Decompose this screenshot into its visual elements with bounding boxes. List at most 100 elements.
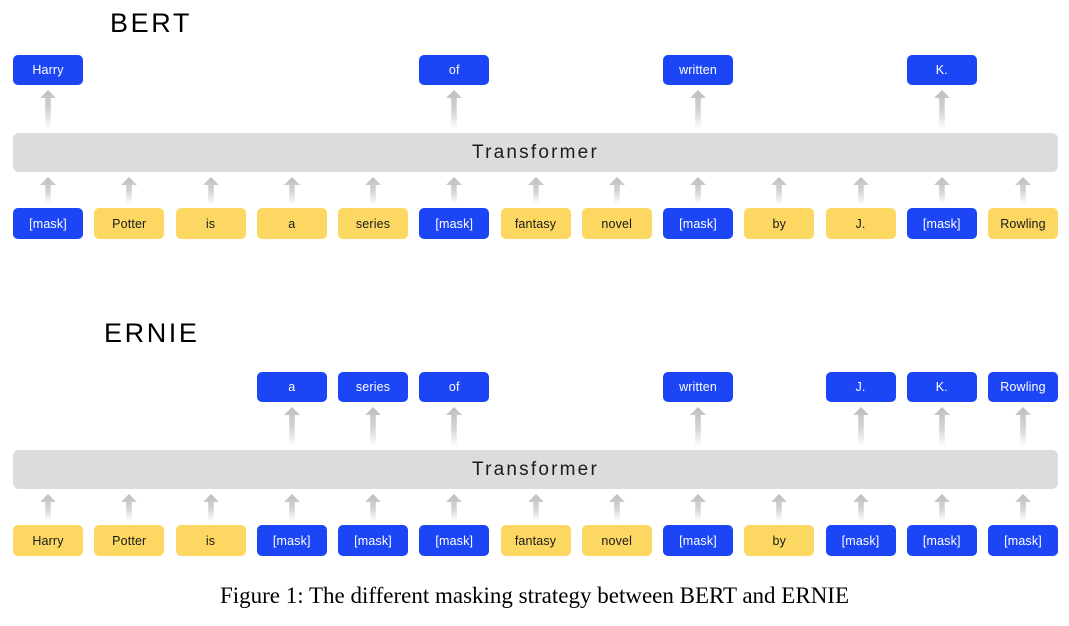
input-token-ernie-12: [mask] — [988, 525, 1058, 556]
token-label: series — [355, 216, 391, 231]
token-label: is — [205, 533, 216, 548]
input-token-bert-0: [mask] — [13, 208, 83, 239]
token-label: [mask] — [435, 533, 474, 548]
input-arrow-bert-10 — [852, 177, 870, 204]
token-label: [mask] — [679, 533, 717, 548]
input-arrow-bert-6 — [527, 177, 545, 204]
output-token-ernie-4: series — [338, 372, 408, 402]
input-arrow-ernie-9 — [770, 494, 788, 521]
token-label: Potter — [112, 216, 147, 231]
output-token-bert-0: Harry — [13, 55, 83, 85]
input-token-ernie-2: is — [175, 525, 246, 556]
input-arrow-ernie-2 — [202, 494, 220, 521]
input-token-bert-5: [mask] — [419, 208, 490, 239]
output-arrow-bert-8 — [689, 90, 707, 129]
output-arrow-ernie-4 — [364, 407, 382, 446]
output-arrow-ernie-10 — [852, 407, 870, 446]
output-token-ernie-12: Rowling — [988, 372, 1058, 402]
model-title-ernie: ERNIE — [104, 318, 200, 348]
output-arrow-ernie-3 — [283, 407, 301, 446]
input-arrow-bert-1 — [120, 177, 138, 204]
token-label: of — [448, 63, 460, 77]
token-label: written — [679, 63, 717, 77]
input-token-ernie-1: Potter — [94, 525, 165, 556]
input-arrow-ernie-1 — [120, 494, 138, 521]
input-token-ernie-10: [mask] — [825, 525, 896, 556]
input-arrow-ernie-7 — [608, 494, 626, 521]
token-label: K. — [935, 380, 948, 394]
transformer-block-bert: Transformer — [13, 133, 1058, 172]
input-arrow-ernie-11 — [933, 494, 951, 521]
input-token-bert-7: novel — [581, 208, 652, 239]
input-arrow-ernie-0 — [39, 494, 57, 521]
input-arrow-bert-3 — [283, 177, 301, 204]
input-arrow-bert-8 — [689, 177, 707, 204]
token-label: novel — [601, 533, 633, 548]
token-label: of — [448, 380, 460, 394]
input-token-ernie-5: [mask] — [419, 525, 490, 556]
token-label: [mask] — [922, 533, 961, 548]
input-token-bert-4: series — [338, 208, 408, 239]
transformer-block-ernie: Transformer — [13, 450, 1058, 489]
token-label: Harry — [32, 533, 64, 548]
input-token-bert-2: is — [175, 208, 246, 239]
input-arrow-bert-5 — [445, 177, 463, 204]
input-token-bert-11: [mask] — [906, 208, 977, 239]
input-arrow-bert-4 — [364, 177, 382, 204]
input-arrow-bert-7 — [608, 177, 626, 204]
token-label: [mask] — [435, 216, 474, 231]
output-arrow-ernie-11 — [933, 407, 951, 446]
input-token-bert-3: a — [256, 208, 327, 239]
input-token-bert-9: by — [744, 208, 815, 239]
output-token-bert-8: written — [663, 55, 733, 85]
input-token-ernie-6: fantasy — [500, 525, 571, 556]
token-label: written — [679, 380, 717, 394]
input-arrow-ernie-10 — [852, 494, 870, 521]
token-label: J. — [855, 216, 866, 231]
output-token-ernie-10: J. — [825, 372, 896, 402]
input-token-bert-6: fantasy — [500, 208, 571, 239]
output-arrow-ernie-12 — [1014, 407, 1032, 446]
output-arrow-ernie-5 — [445, 407, 463, 446]
token-label: [mask] — [1004, 533, 1042, 548]
token-label: Harry — [32, 63, 64, 77]
input-arrow-ernie-4 — [364, 494, 382, 521]
token-label: Rowling — [1000, 380, 1046, 394]
token-label: Potter — [112, 533, 147, 548]
input-arrow-ernie-12 — [1014, 494, 1032, 521]
token-label: is — [205, 216, 216, 231]
token-label: [mask] — [29, 216, 67, 231]
input-arrow-bert-12 — [1014, 177, 1032, 204]
input-token-ernie-11: [mask] — [906, 525, 977, 556]
model-title-bert: BERT — [110, 8, 192, 38]
transformer-label: Transformer — [472, 459, 599, 480]
input-token-ernie-0: Harry — [13, 525, 83, 556]
input-arrow-bert-9 — [770, 177, 788, 204]
input-arrow-ernie-3 — [283, 494, 301, 521]
figure-caption: Figure 1: The different masking strategy… — [219, 583, 850, 608]
output-token-ernie-11: K. — [906, 372, 977, 402]
input-arrow-bert-0 — [39, 177, 57, 204]
input-token-bert-10: J. — [825, 208, 896, 239]
token-label: K. — [935, 63, 948, 77]
input-token-ernie-9: by — [744, 525, 815, 556]
token-label: fantasy — [514, 216, 557, 231]
input-token-bert-8: [mask] — [663, 208, 733, 239]
output-arrow-bert-0 — [39, 90, 57, 129]
token-label: by — [772, 533, 786, 548]
output-arrow-bert-11 — [933, 90, 951, 129]
output-token-bert-11: K. — [906, 55, 977, 85]
token-label: novel — [601, 216, 633, 231]
input-arrow-ernie-5 — [445, 494, 463, 521]
input-arrow-ernie-6 — [527, 494, 545, 521]
output-arrow-bert-5 — [445, 90, 463, 129]
input-token-ernie-3: [mask] — [256, 525, 327, 556]
output-token-ernie-5: of — [419, 372, 490, 402]
token-label: by — [772, 216, 786, 231]
input-arrow-bert-2 — [202, 177, 220, 204]
input-arrow-ernie-8 — [689, 494, 707, 521]
output-arrow-ernie-8 — [689, 407, 707, 446]
input-token-bert-12: Rowling — [988, 208, 1058, 239]
input-token-ernie-7: novel — [581, 525, 652, 556]
